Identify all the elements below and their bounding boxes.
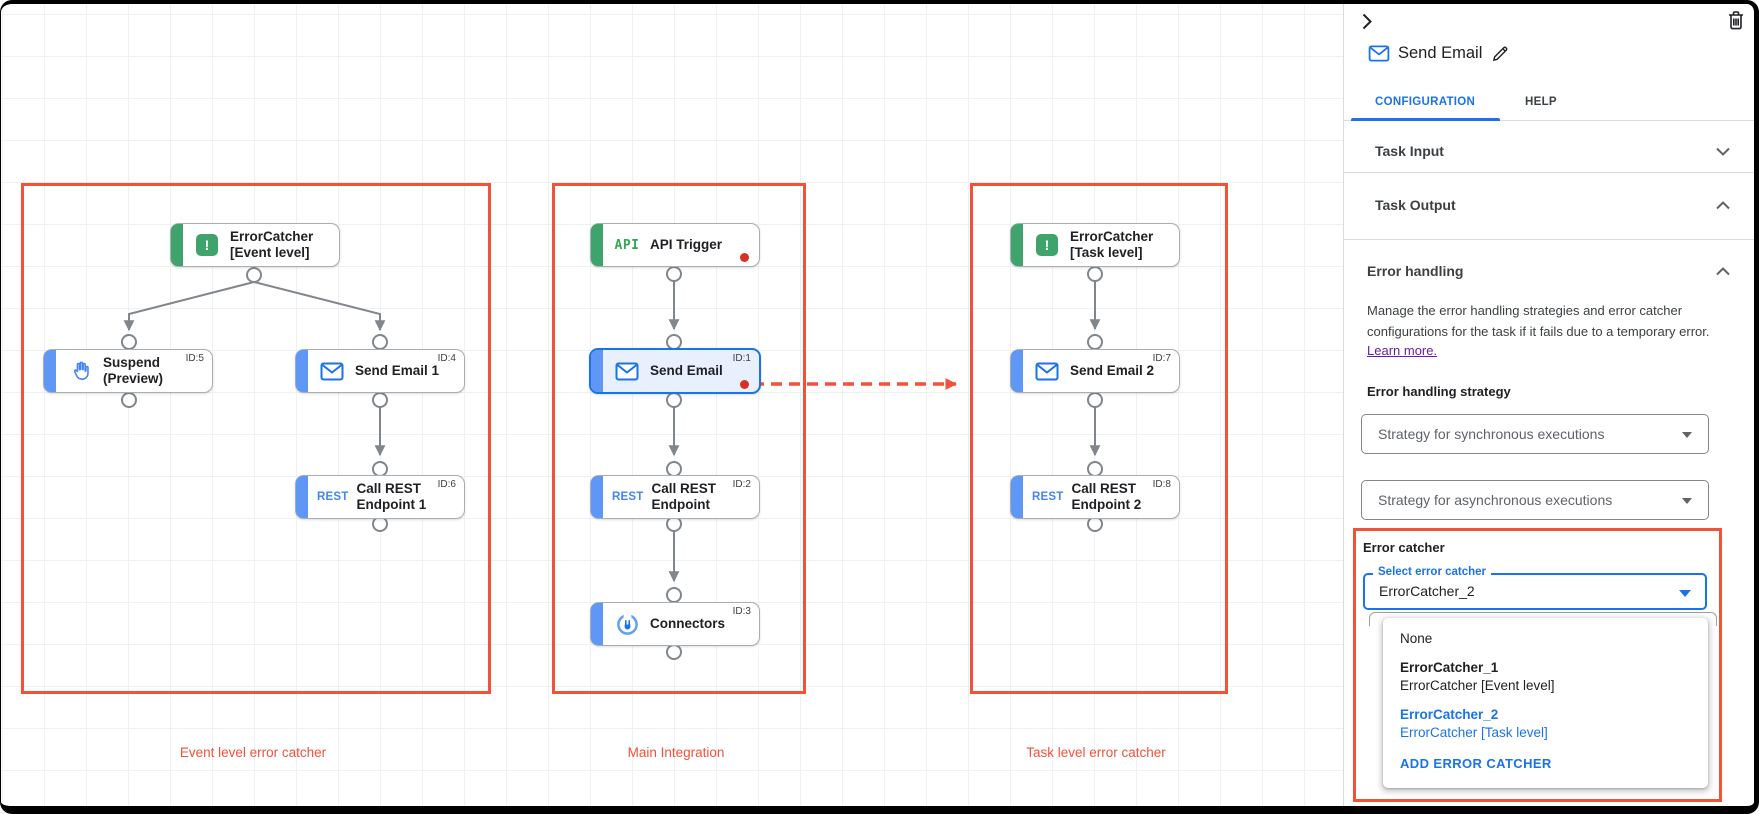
node-accent: [591, 350, 603, 392]
task-config-panel: Send Email CONFIGURATION HELP Task Input…: [1343, 0, 1759, 814]
dropdown-caret-icon: [1682, 432, 1692, 438]
error-catcher-annotation-box: [1353, 528, 1722, 802]
dropdown-caret-icon: [1679, 590, 1691, 597]
error-catcher-select[interactable]: ErrorCatcher_2: [1363, 573, 1707, 610]
task-level-group-label: Task level error catcher: [1026, 745, 1166, 760]
delete-task-icon[interactable]: [1728, 11, 1744, 30]
node-accent: [1011, 224, 1023, 266]
send-email-error-dot: [740, 380, 749, 389]
api-trigger-error-dot: [740, 253, 749, 262]
node-errorcatcher-event-level[interactable]: ! ErrorCatcher [Event level]: [170, 223, 340, 267]
dropdown-caret-icon: [1682, 498, 1692, 504]
event-level-group-label: Event level error catcher: [179, 745, 327, 760]
node-accent: [1011, 476, 1023, 518]
tab-configuration[interactable]: CONFIGURATION: [1375, 96, 1476, 108]
tabs-divider: [1344, 120, 1759, 121]
menu-option-errorcatcher-2-title[interactable]: ErrorCatcher_2: [1400, 707, 1499, 722]
event-level-group-box: [21, 183, 491, 694]
select-error-catcher-floating-label: Select error catcher: [1373, 566, 1492, 578]
section-task-input[interactable]: Task Input: [1375, 143, 1444, 159]
chevron-up-icon[interactable]: [1716, 201, 1730, 210]
node-send-email-selected[interactable]: Send Email ID:1: [589, 348, 761, 394]
chevron-down-icon[interactable]: [1716, 147, 1730, 156]
node-call-rest-endpoint[interactable]: REST Call REST Endpoint ID:2: [590, 475, 760, 519]
node-accent: [171, 224, 183, 266]
rest-icon: REST: [317, 491, 349, 503]
node-errorcatcher-task-level[interactable]: ! ErrorCatcher [Task level]: [1010, 223, 1180, 267]
error-handling-description: Manage the error handling strategies and…: [1367, 303, 1710, 340]
menu-option-errorcatcher-1-subtitle[interactable]: ErrorCatcher [Event level]: [1400, 678, 1555, 693]
rest-icon: REST: [612, 491, 644, 503]
node-api-trigger[interactable]: API API Trigger: [590, 223, 760, 267]
main-integration-group-label: Main Integration: [627, 745, 725, 760]
sync-strategy-select[interactable]: Strategy for synchronous executions: [1361, 414, 1709, 454]
collapse-panel-icon[interactable]: [1362, 13, 1372, 30]
email-icon: [317, 362, 347, 381]
edit-title-pencil-icon[interactable]: [1492, 45, 1509, 62]
node-connectors[interactable]: Connectors ID:3: [590, 602, 760, 646]
section-task-output[interactable]: Task Output: [1375, 197, 1456, 213]
integration-canvas[interactable]: ! ErrorCatcher [Event level] Suspend (Pr…: [0, 0, 1343, 814]
error-handling-strategy-label: Error handling strategy: [1367, 384, 1511, 399]
node-send-email-2[interactable]: Send Email 2 ID:7: [1010, 349, 1180, 393]
node-suspend[interactable]: Suspend (Preview) ID:5: [43, 349, 213, 393]
panel-title: Send Email: [1398, 44, 1483, 62]
node-accent: [591, 224, 603, 266]
chevron-up-icon[interactable]: [1716, 267, 1730, 276]
tab-indicator: [1351, 118, 1500, 121]
learn-more-link[interactable]: Learn more.: [1367, 343, 1438, 358]
menu-option-errorcatcher-2-subtitle[interactable]: ErrorCatcher [Task level]: [1400, 725, 1548, 740]
hand-icon: [65, 360, 95, 382]
add-error-catcher-button[interactable]: ADD ERROR CATCHER: [1400, 756, 1552, 771]
node-accent: [296, 350, 308, 392]
email-icon: [1032, 362, 1062, 381]
email-icon: [1368, 45, 1390, 62]
task-level-group-box: [970, 183, 1228, 694]
main-integration-group-box: [552, 183, 806, 694]
node-call-rest-endpoint-1[interactable]: REST Call REST Endpoint 1 ID:6: [295, 475, 465, 519]
node-call-rest-endpoint-2[interactable]: REST Call REST Endpoint 2 ID:8: [1010, 475, 1180, 519]
occluded-field-edge: [1369, 612, 1717, 626]
tab-help[interactable]: HELP: [1525, 96, 1557, 108]
node-accent: [1011, 350, 1023, 392]
section-error-handling[interactable]: Error handling: [1367, 263, 1464, 279]
node-send-email-1[interactable]: Send Email 1 ID:4: [295, 349, 465, 393]
node-accent: [296, 476, 308, 518]
rest-icon: REST: [1032, 491, 1064, 503]
node-accent: [591, 603, 603, 645]
node-accent: [591, 476, 603, 518]
async-strategy-select[interactable]: Strategy for asynchronous executions: [1361, 480, 1709, 520]
error-catcher-icon: !: [192, 234, 222, 256]
menu-option-none[interactable]: None: [1400, 631, 1433, 646]
node-accent: [44, 350, 56, 392]
error-catcher-dropdown-menu: None ErrorCatcher_1 ErrorCatcher [Event …: [1383, 618, 1708, 788]
menu-option-errorcatcher-1-title[interactable]: ErrorCatcher_1: [1400, 660, 1499, 675]
error-catcher-label: Error catcher: [1363, 540, 1445, 555]
email-icon: [612, 362, 642, 381]
error-catcher-icon: !: [1032, 234, 1062, 256]
connector-plug-icon: [612, 612, 642, 636]
api-trigger-icon: API: [614, 237, 640, 253]
